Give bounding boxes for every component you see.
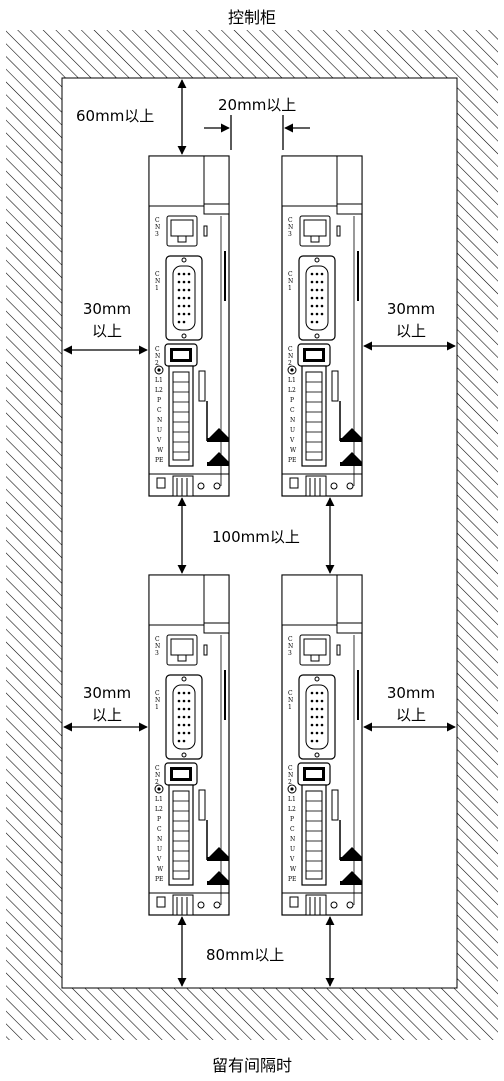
svg-text:V: V: [156, 856, 162, 863]
svg-text:P: P: [157, 816, 161, 823]
svg-text:P: P: [290, 816, 294, 823]
svg-text:N: N: [288, 353, 293, 360]
svg-text:N: N: [155, 224, 160, 231]
servo-drive-bottom-left: [148, 574, 230, 916]
svg-text:N: N: [288, 278, 293, 285]
cn1-label: C: [155, 271, 160, 278]
svg-text:2: 2: [155, 779, 159, 786]
svg-text:3: 3: [288, 231, 292, 238]
svg-text:V: V: [289, 856, 295, 863]
svg-text:P: P: [290, 397, 294, 404]
svg-text:N: N: [290, 836, 295, 843]
column-gap-label: 20mm以上: [218, 96, 297, 114]
svg-text:C: C: [288, 636, 293, 643]
svg-text:N: N: [288, 643, 293, 650]
svg-text:L1: L1: [155, 796, 163, 803]
svg-text:U: U: [290, 427, 295, 434]
svg-text:N: N: [288, 772, 293, 779]
svg-text:PE: PE: [288, 457, 296, 464]
svg-text:W: W: [157, 866, 164, 873]
svg-text:L1: L1: [155, 377, 163, 384]
svg-text:1: 1: [288, 285, 292, 292]
svg-text:U: U: [157, 427, 162, 434]
servo-drive-top-right: [281, 155, 363, 497]
cn2-label: C: [155, 346, 160, 353]
svg-text:C: C: [155, 636, 160, 643]
side-clearance-label-tl: 30mm 以上: [76, 298, 138, 342]
svg-text:N: N: [157, 417, 162, 424]
row-gap-label: 100mm以上: [212, 526, 300, 547]
svg-text:W: W: [290, 447, 297, 454]
svg-text:2: 2: [288, 360, 292, 367]
svg-text:L2: L2: [288, 806, 296, 813]
svg-text:L2: L2: [155, 806, 163, 813]
svg-text:N: N: [155, 353, 160, 360]
svg-text:2: 2: [155, 360, 159, 367]
cabinet-title: 控制柜: [227, 8, 276, 27]
svg-text:P: P: [157, 397, 161, 404]
svg-text:C: C: [288, 271, 293, 278]
svg-text:C: C: [290, 826, 295, 833]
servo-drive-bottom-right: [281, 574, 363, 916]
svg-text:L2: L2: [288, 387, 296, 394]
svg-text:W: W: [290, 866, 297, 873]
svg-text:N: N: [288, 697, 293, 704]
svg-text:1: 1: [288, 704, 292, 711]
svg-text:C: C: [288, 690, 293, 697]
svg-text:U: U: [290, 846, 295, 853]
side-clearance-label-br: 30mm 以上: [380, 682, 442, 726]
svg-text:1: 1: [155, 704, 159, 711]
svg-text:N: N: [155, 697, 160, 704]
svg-text:2: 2: [288, 779, 292, 786]
svg-text:L1: L1: [288, 796, 296, 803]
svg-text:N: N: [290, 417, 295, 424]
svg-text:N: N: [155, 278, 160, 285]
svg-text:C: C: [288, 217, 293, 224]
svg-text:PE: PE: [288, 876, 296, 883]
svg-text:V: V: [156, 437, 162, 444]
svg-text:W: W: [157, 447, 164, 454]
side-clearance-label-bl: 30mm 以上: [76, 682, 138, 726]
svg-text:C: C: [155, 765, 160, 772]
svg-text:3: 3: [288, 650, 292, 657]
side-clearance-label-tr: 30mm 以上: [380, 298, 442, 342]
svg-text:PE: PE: [155, 876, 163, 883]
svg-text:PE: PE: [155, 457, 163, 464]
top-clearance-label: 60mm以上: [76, 107, 155, 125]
svg-text:1: 1: [155, 285, 159, 292]
svg-text:N: N: [155, 772, 160, 779]
svg-text:N: N: [157, 836, 162, 843]
svg-text:V: V: [289, 437, 295, 444]
svg-text:C: C: [288, 765, 293, 772]
svg-text:C: C: [157, 407, 162, 414]
cn3-label: C: [155, 217, 160, 224]
svg-text:3: 3: [155, 650, 159, 657]
svg-text:C: C: [157, 826, 162, 833]
svg-text:3: 3: [155, 231, 159, 238]
spacing-caption: 留有间隔时: [211, 1056, 292, 1075]
svg-text:N: N: [288, 224, 293, 231]
servo-drive-top-left: [148, 155, 230, 497]
svg-text:U: U: [157, 846, 162, 853]
svg-text:L1: L1: [288, 377, 296, 384]
svg-text:N: N: [155, 643, 160, 650]
svg-text:C: C: [288, 346, 293, 353]
svg-text:C: C: [290, 407, 295, 414]
bottom-clearance-label: 80mm以上: [206, 944, 285, 965]
svg-text:L2: L2: [155, 387, 163, 394]
svg-text:C: C: [155, 690, 160, 697]
